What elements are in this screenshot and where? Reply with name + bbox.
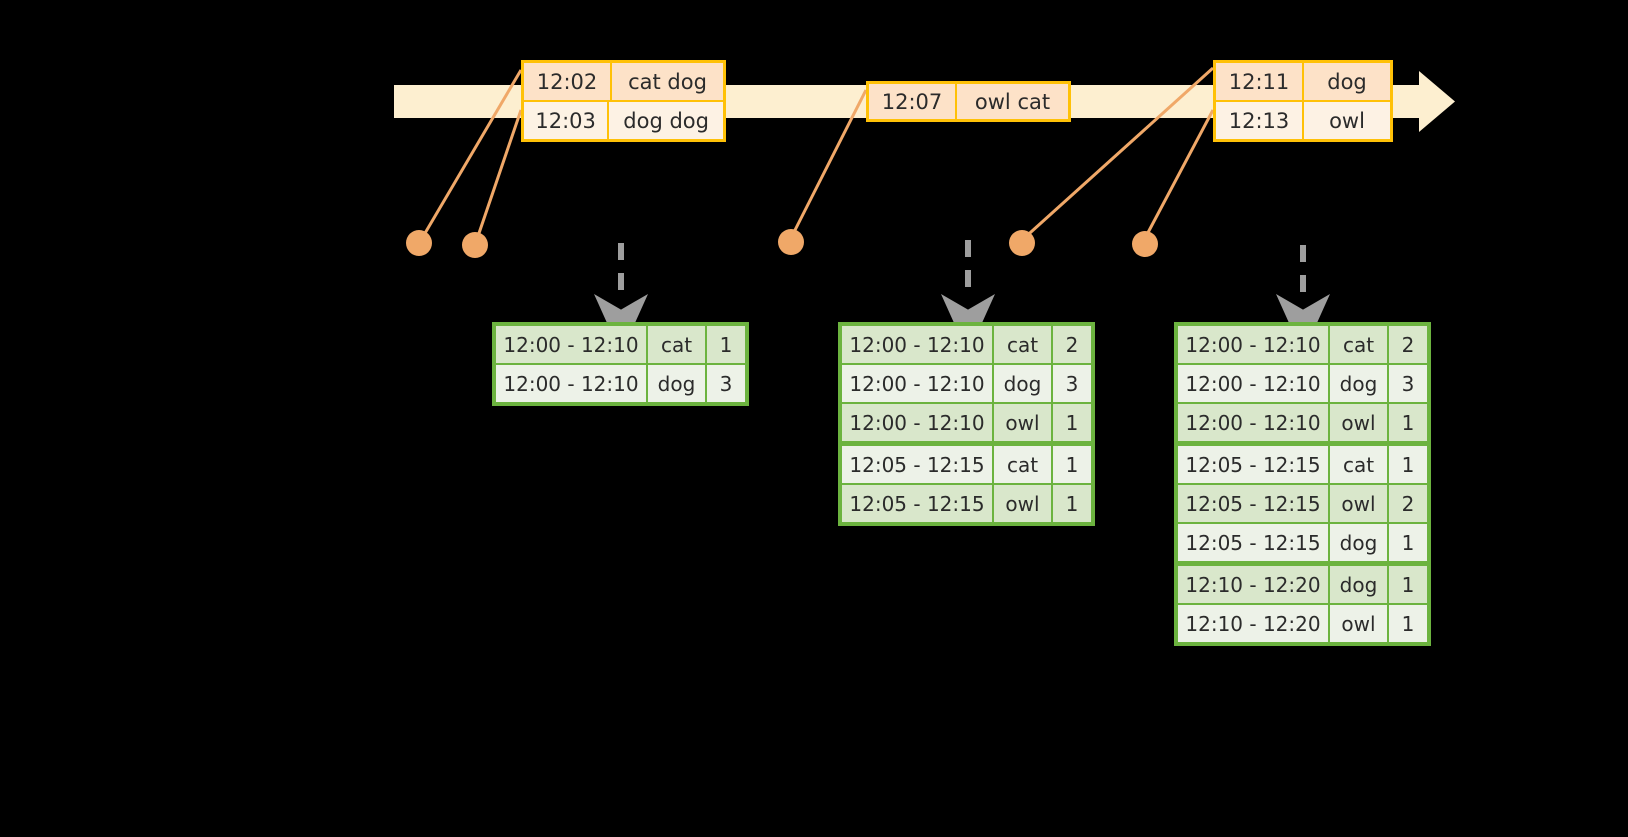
- cell-word: cat: [1330, 326, 1387, 363]
- cell-window: 12:00 - 12:10: [1178, 404, 1328, 441]
- message-row[interactable]: 12:13 owl: [1216, 100, 1390, 139]
- event-dots: [406, 229, 1158, 258]
- cell-count: 3: [707, 365, 745, 402]
- message-time: 12:03: [524, 102, 610, 139]
- cell-window: 12:05 - 12:15: [842, 485, 992, 522]
- cell-window: 12:05 - 12:15: [1178, 485, 1328, 522]
- message-time: 12:11: [1216, 63, 1304, 100]
- cell-word: owl: [1330, 485, 1387, 522]
- message-box-2[interactable]: 12:07 owl cat: [866, 81, 1071, 122]
- message-words: dog: [1304, 63, 1390, 100]
- cell-window: 12:10 - 12:20: [1178, 566, 1328, 603]
- cell-window: 12:05 - 12:15: [1178, 524, 1328, 561]
- cell-word: owl: [994, 485, 1051, 522]
- event-dot-1213: [1132, 231, 1158, 257]
- cell-window: 12:00 - 12:10: [496, 365, 646, 402]
- message-words: owl: [1304, 102, 1390, 139]
- cell-window: 12:00 - 12:10: [842, 326, 992, 363]
- connector-1203: [474, 109, 523, 243]
- cell-count: 2: [1053, 326, 1091, 363]
- cell-window: 12:00 - 12:10: [1178, 326, 1328, 363]
- cell-count: 1: [1389, 404, 1427, 441]
- connector-1202: [419, 69, 523, 241]
- cell-word: dog: [1330, 566, 1387, 603]
- connector-1213: [1141, 109, 1215, 243]
- cell-count: 3: [1389, 365, 1427, 402]
- cell-count: 3: [1053, 365, 1091, 402]
- message-row[interactable]: 12:11 dog: [1216, 63, 1390, 100]
- event-dot-1203: [462, 232, 488, 258]
- cell-count: 1: [1389, 446, 1427, 483]
- cell-count: 2: [1389, 326, 1427, 363]
- cell-window: 12:00 - 12:10: [496, 326, 646, 363]
- cell-word: cat: [1330, 446, 1387, 483]
- message-row[interactable]: 12:03 dog dog: [524, 100, 723, 139]
- cell-count: 1: [1053, 446, 1091, 483]
- cell-word: dog: [1330, 365, 1387, 402]
- connector-1207: [788, 89, 868, 241]
- cell-word: dog: [994, 365, 1051, 402]
- cell-window: 12:00 - 12:10: [842, 404, 992, 441]
- message-time: 12:02: [524, 63, 612, 100]
- cell-word: owl: [1330, 404, 1387, 441]
- cell-word: cat: [648, 326, 705, 363]
- cell-word: dog: [1330, 524, 1387, 561]
- event-dot-1207: [778, 229, 804, 255]
- trigger-arrows: [594, 240, 1330, 354]
- cell-count: 1: [1389, 605, 1427, 642]
- message-row[interactable]: 12:02 cat dog: [524, 63, 723, 100]
- message-row[interactable]: 12:07 owl cat: [869, 84, 1068, 119]
- cell-window: 12:05 - 12:15: [842, 446, 992, 483]
- message-box-3[interactable]: 12:11 dog 12:13 owl: [1213, 60, 1393, 142]
- event-dot-1211: [1009, 230, 1035, 256]
- event-dot-1202: [406, 230, 432, 256]
- cell-window: 12:10 - 12:20: [1178, 605, 1328, 642]
- cell-window: 12:05 - 12:15: [1178, 446, 1328, 483]
- cell-count: 1: [1389, 524, 1427, 561]
- message-box-1[interactable]: 12:02 cat dog 12:03 dog dog: [521, 60, 726, 142]
- cell-count: 1: [707, 326, 745, 363]
- cell-word: cat: [994, 326, 1051, 363]
- cell-count: 2: [1389, 485, 1427, 522]
- cell-word: dog: [648, 365, 705, 402]
- message-words: dog dog: [609, 102, 723, 139]
- cell-word: cat: [994, 446, 1051, 483]
- cell-word: owl: [994, 404, 1051, 441]
- cell-count: 1: [1053, 485, 1091, 522]
- message-time: 12:07: [869, 84, 957, 119]
- message-time: 12:13: [1216, 102, 1304, 139]
- message-words: owl cat: [957, 84, 1068, 119]
- cell-window: 12:00 - 12:10: [1178, 365, 1328, 402]
- cell-window: 12:00 - 12:10: [842, 365, 992, 402]
- cell-count: 1: [1389, 566, 1427, 603]
- message-words: cat dog: [612, 63, 723, 100]
- cell-count: 1: [1053, 404, 1091, 441]
- cell-word: owl: [1330, 605, 1387, 642]
